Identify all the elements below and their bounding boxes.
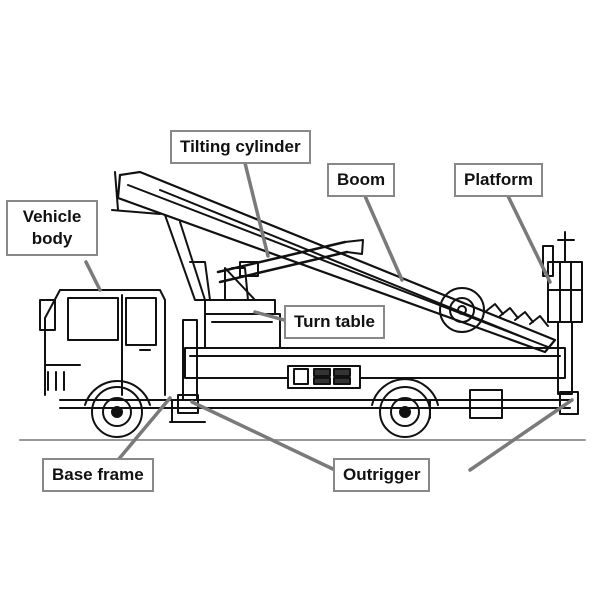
label-outrigger: Outrigger bbox=[333, 458, 431, 492]
front-wheel bbox=[84, 379, 151, 438]
truck-bed bbox=[182, 319, 566, 419]
turn-table-part bbox=[204, 299, 281, 349]
platform-basket bbox=[542, 231, 583, 395]
label-tilting-cylinder: Tilting cylinder bbox=[170, 130, 311, 164]
pointer-base-frame bbox=[116, 396, 172, 462]
truck-cab bbox=[39, 289, 166, 396]
label-vehicle-body: Vehicle body bbox=[6, 200, 98, 256]
label-platform: Platform bbox=[454, 163, 543, 197]
pointer-outrigger-right bbox=[468, 398, 574, 472]
boom bbox=[111, 170, 557, 354]
rear-wheel bbox=[371, 378, 439, 438]
pointer-tilting-cylinder bbox=[243, 161, 270, 258]
label-vehicle-body-line2: body bbox=[31, 229, 73, 248]
pointer-vehicle-body bbox=[84, 260, 102, 292]
turret-column bbox=[164, 214, 259, 301]
pointer-lines bbox=[84, 161, 574, 472]
boom-pivot-wheel bbox=[439, 287, 485, 333]
label-turn-table: Turn table bbox=[284, 305, 385, 339]
label-boom: Boom bbox=[327, 163, 396, 197]
pointer-platform bbox=[506, 194, 552, 284]
outrigger-legs bbox=[177, 391, 579, 415]
chassis-frame bbox=[59, 399, 571, 423]
pointer-turn-table bbox=[253, 310, 286, 322]
pointer-outrigger-left bbox=[190, 400, 337, 472]
label-base-frame: Base frame bbox=[42, 458, 154, 492]
label-vehicle-body-line1: Vehicle bbox=[22, 207, 82, 226]
pointer-boom bbox=[363, 194, 404, 282]
